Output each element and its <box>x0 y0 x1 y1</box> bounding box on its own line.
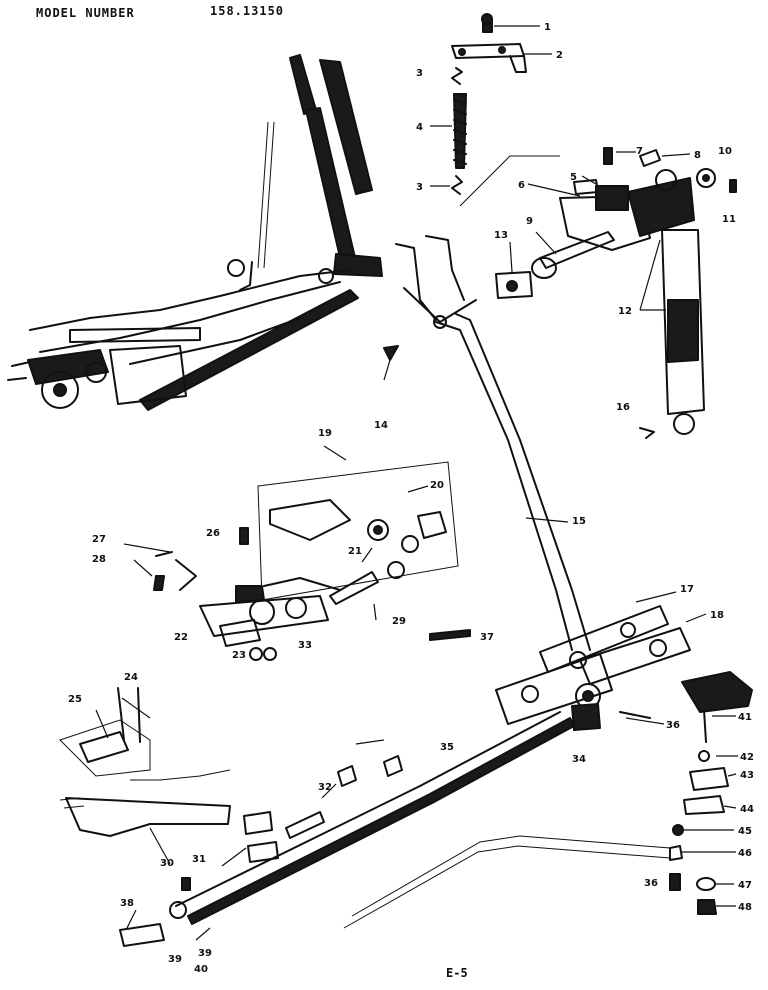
callout-15: 15 <box>572 516 586 527</box>
callout-11: 11 <box>722 214 736 225</box>
callout-40: 40 <box>194 964 208 975</box>
callout-38: 38 <box>120 898 134 909</box>
model-number-value: 158.13150 <box>210 4 285 18</box>
callout-35: 35 <box>440 742 454 753</box>
callout-2: 2 <box>556 50 563 61</box>
bracket-part-2 <box>451 43 527 73</box>
callout-23: 23 <box>232 650 246 661</box>
callout-31: 31 <box>192 854 206 865</box>
callout-17: 17 <box>680 584 694 595</box>
callout-20: 20 <box>430 480 444 491</box>
spring-part-4 <box>451 67 467 195</box>
plates-part-17-18 <box>495 605 691 731</box>
callout-33: 33 <box>298 640 312 651</box>
callout-10: 10 <box>718 146 732 157</box>
linkage-assembly-upper-right <box>459 147 737 439</box>
callout-5: 5 <box>570 172 577 183</box>
callout-22: 22 <box>174 632 188 643</box>
callout-27: 27 <box>92 534 106 545</box>
callout-8: 8 <box>694 150 701 161</box>
callout-14: 14 <box>374 420 388 431</box>
leader-lines <box>95 25 738 941</box>
screw-part-1 <box>481 13 493 33</box>
callout-3-bottom: 3 <box>416 182 423 193</box>
callout-39-lower: 39 <box>198 948 212 959</box>
callout-37: 37 <box>480 632 494 643</box>
callout-3-top: 3 <box>416 68 423 79</box>
callout-21: 21 <box>348 546 362 557</box>
callout-32: 32 <box>318 782 332 793</box>
callout-16: 16 <box>616 402 630 413</box>
bar-part-30 <box>59 797 231 837</box>
callout-18: 18 <box>710 610 724 621</box>
callout-36-lower: 36 <box>644 878 658 889</box>
plates-part-24-25 <box>59 687 231 781</box>
callout-47: 47 <box>738 880 752 891</box>
page-code: E-5 <box>446 966 468 980</box>
callout-13: 13 <box>494 230 508 241</box>
sub-assembly-19 <box>153 461 459 661</box>
callout-6: 6 <box>518 180 525 191</box>
callout-12: 12 <box>618 306 632 317</box>
callout-34: 34 <box>572 754 586 765</box>
model-number-label: MODEL NUMBER <box>36 6 135 20</box>
callout-4: 4 <box>416 122 423 133</box>
callout-39-bottom: 39 <box>168 954 182 965</box>
callout-28: 28 <box>92 554 106 565</box>
callout-46: 46 <box>738 848 752 859</box>
callout-30: 30 <box>160 858 174 869</box>
pin-part-37 <box>429 629 471 641</box>
callout-19: 19 <box>318 428 332 439</box>
rod-assembly-lower <box>119 711 671 947</box>
knob-part-41 <box>681 671 753 743</box>
callout-9: 9 <box>526 216 533 227</box>
callout-44: 44 <box>740 804 754 815</box>
callout-7: 7 <box>636 146 643 157</box>
callout-36-right: 36 <box>666 720 680 731</box>
lever-part-15 <box>383 235 591 651</box>
small-parts-42-48 <box>669 750 729 915</box>
callout-26: 26 <box>206 528 220 539</box>
callout-45: 45 <box>738 826 752 837</box>
assembled-mechanism-view <box>7 54 383 411</box>
callout-42: 42 <box>740 752 754 763</box>
callout-25: 25 <box>68 694 82 705</box>
callout-1: 1 <box>544 22 551 33</box>
callout-43: 43 <box>740 770 754 781</box>
callout-numbers: 1 2 3 4 3 5 6 7 8 9 10 11 12 13 14 15 16… <box>68 22 754 975</box>
callout-48: 48 <box>738 902 752 913</box>
callout-24: 24 <box>124 672 138 683</box>
callout-41: 41 <box>738 712 752 723</box>
callout-29: 29 <box>392 616 406 627</box>
